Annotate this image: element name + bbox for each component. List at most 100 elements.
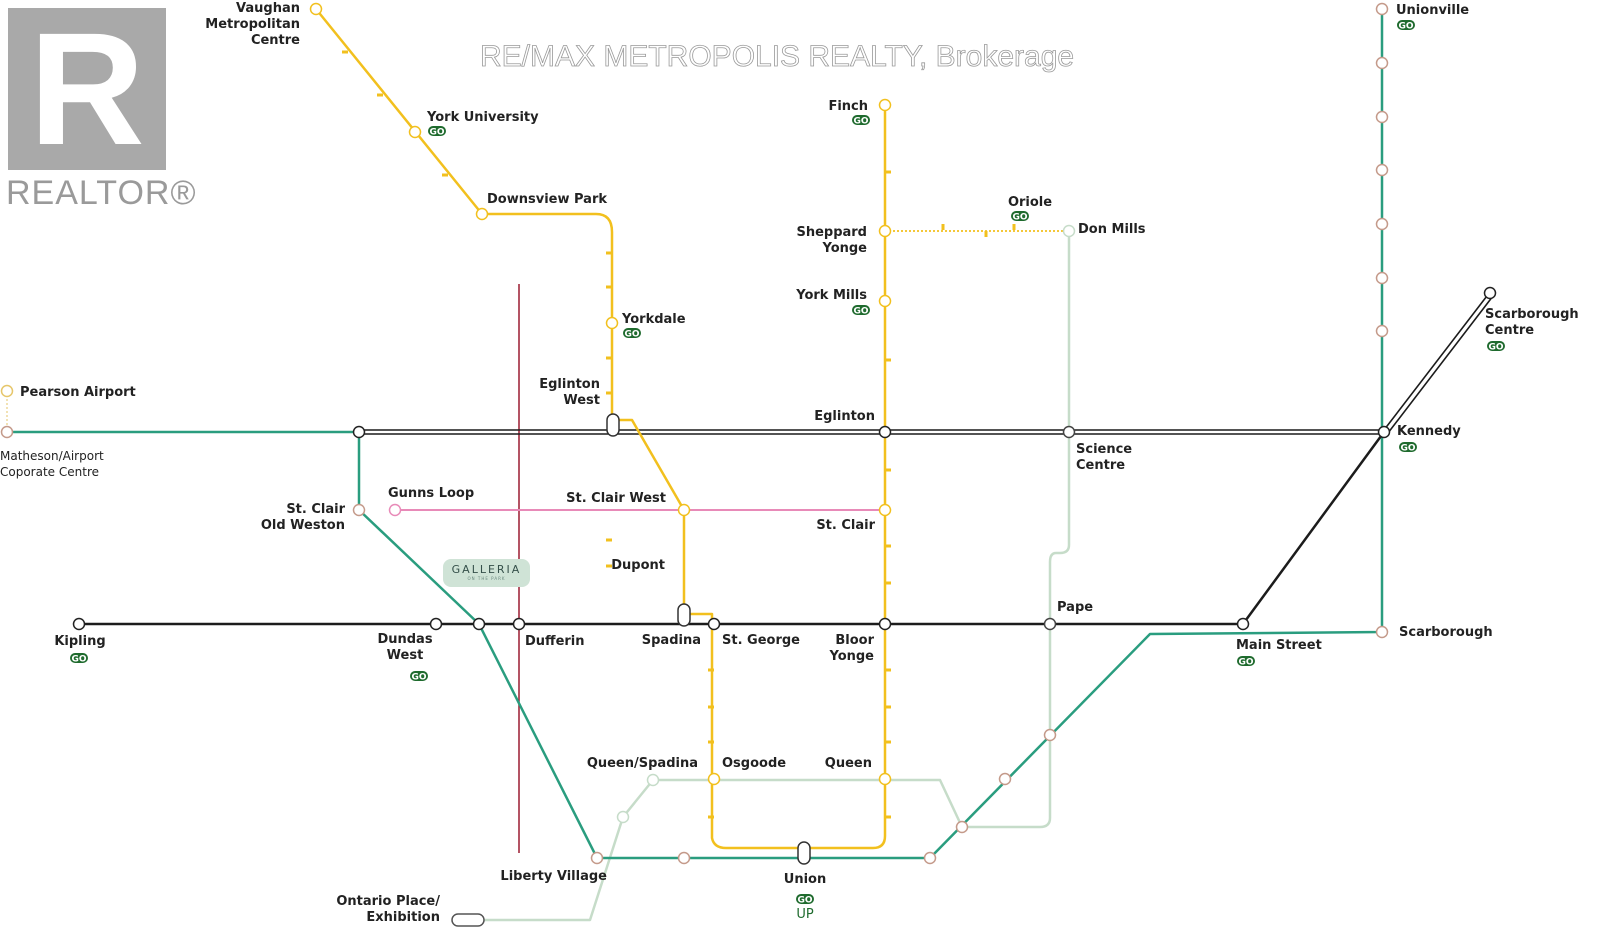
go-icon-text: GO [71,655,86,665]
line-5-eglinton [359,429,1384,435]
station-marker [1375,163,1389,177]
station-marker [998,772,1012,786]
station-label-line: Gunns Loop [388,486,474,501]
station-label-line: Union [784,872,826,887]
station-marker [878,503,892,517]
station-label-line: St. Clair [816,518,875,533]
station-marker [1377,425,1391,439]
station-label-line: Pape [1057,600,1093,615]
go-icon-badge [1487,341,1505,351]
station-marker [878,98,892,112]
go-transit-icon: GO [1011,211,1029,223]
station-label: Don Mills [1078,222,1146,237]
station-label: Osgoode [722,756,786,771]
station-label-line: Bloor [835,633,874,648]
track-tick [885,358,891,362]
station-marker [707,772,721,786]
station-label-line: Science [1076,442,1132,457]
go-transit-icon: GO [1487,341,1505,353]
station-marker [72,617,86,631]
station-marker [1375,625,1389,639]
go-transit-icon: GO [70,653,88,665]
station-marker [1483,286,1497,300]
go-icon-text: GO [429,128,444,138]
station-label-line: St. Clair [286,502,345,517]
station-label-line: Queen/Spadina [587,756,698,771]
go-icon-badge [428,126,446,136]
station-label: Spadina [642,633,701,648]
station-marker [1062,224,1076,238]
go-transit-icon: GO [623,328,641,340]
up-express-label: UP [796,907,814,922]
track-tick [708,668,714,672]
station-label-line: Dufferin [525,634,585,649]
station-marker [475,207,489,221]
go-icon-badge [410,671,428,681]
station-marker [388,503,402,517]
station-marker [0,425,14,439]
station-label: Queen [825,756,872,771]
station-label: Kipling [54,634,105,649]
go-icon-badge [1011,211,1029,221]
transit-lines [6,8,1494,922]
station-label-line: Scarborough [1399,625,1493,640]
station-label-line: York Mills [795,288,867,303]
station-marker [1375,271,1389,285]
station-label-line: Sheppard [796,225,867,240]
station-label: Finch [828,99,868,114]
station-marker [590,851,604,865]
station-marker [878,772,892,786]
station-label: Dufferin [525,634,585,649]
station-label-line: Metropolitan [205,17,300,32]
go-icon-text: GO [853,307,868,317]
station-label: Yorkdale [621,312,686,327]
station-label-line: Yorkdale [621,312,686,327]
go-icon-text: GO [1400,444,1415,454]
station-marker [1062,425,1076,439]
station-marker [352,425,366,439]
station-label-line: Dupont [611,558,665,573]
station-marker [878,425,892,439]
track-tick [984,231,988,237]
station-label: Pearson Airport [20,385,136,400]
station-label: Main Street [1236,638,1322,653]
station-label-line: Eglinton [539,377,600,392]
realtor-logo-mark [8,8,166,170]
track-tick [885,705,891,709]
track-tick [606,564,612,568]
go-icon-text: GO [1398,22,1413,32]
track-tick [885,544,891,548]
station-marker [512,617,526,631]
go-icon-badge [1397,20,1415,30]
realtor-logo: R REALTOR® [6,8,196,213]
go-icon-badge [796,894,814,904]
track-tick [1012,224,1016,230]
track-tick [342,50,348,54]
station-marker [616,810,630,824]
station-label: St. George [722,633,800,648]
go-icon-badge [852,115,870,125]
track-tick [708,815,714,819]
station-label-line: Unionville [1396,3,1469,18]
station-label-line: Centre [251,33,300,48]
go-transit-icon: GO [1237,656,1255,668]
track-tick [885,815,891,819]
station-label-line: Main Street [1236,638,1322,653]
station-marker [646,773,660,787]
station-marker [1375,110,1389,124]
station-label-line: Vaughan [236,1,300,16]
track-tick [885,581,891,585]
station-marker [1375,217,1389,231]
station-label: St. Clair West [566,491,666,506]
galleria-marker[interactable]: GALLERIA ON THE PARK [443,559,530,587]
station-label-line: Exhibition [366,910,440,925]
track-tick [941,224,945,230]
station-marker [677,851,691,865]
station-label-line: West [387,648,424,663]
